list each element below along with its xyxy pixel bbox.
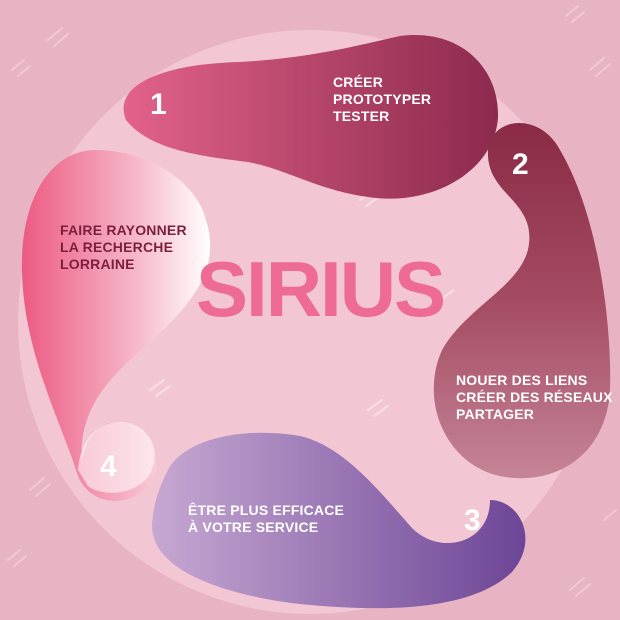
step-number-4: 4 [100,450,117,483]
step-number-3: 3 [464,504,481,537]
step-3-line-1: ÊTRE PLUS EFFICACE [188,502,345,518]
step-label-2: NOUER DES LIENS CRÉER DES RÉSEAUX PARTAG… [456,372,613,423]
step-2-line-2: CRÉER DES RÉSEAUX [456,389,613,405]
step-4-line-2: LA RECHERCHE [60,239,174,255]
step-4-line-3: LORRAINE [60,256,135,272]
step-3-line-2: À VOTRE SERVICE [188,519,319,535]
step-number-1: 1 [150,88,167,121]
center-title: SIRIUS [196,245,446,333]
background-hatch-marks [7,5,617,597]
petal-4 [21,150,211,501]
petal-2 [433,122,611,479]
step-4-line-1: FAIRE RAYONNER [60,222,187,238]
step-1-line-1: CRÉER [333,74,384,90]
step-1-line-3: TESTER [333,108,390,124]
step-label-3: ÊTRE PLUS EFFICACE À VOTRE SERVICE [188,502,344,536]
step-1-line-2: PROTOTYPER [333,91,432,107]
step-2-line-1: NOUER DES LIENS [456,372,588,388]
step-number-2: 2 [512,148,529,181]
petal-1 [123,35,499,199]
step-label-1: CRÉER PROTOTYPER TESTER [333,74,431,125]
step-label-4: FAIRE RAYONNER LA RECHERCHE LORRAINE [60,222,187,273]
petal-4-tip [78,421,155,493]
petal-3 [151,432,526,609]
step-2-line-3: PARTAGER [456,406,535,422]
